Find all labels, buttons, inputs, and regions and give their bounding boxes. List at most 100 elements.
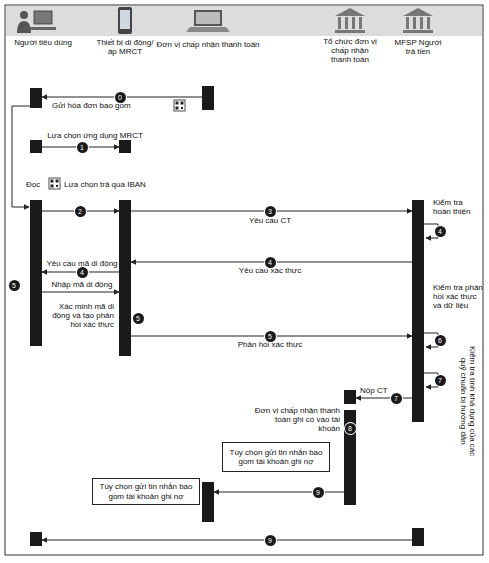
callout-number: 5 [265,331,276,342]
message-arrow [356,398,412,399]
message-arrow [42,211,119,212]
message-arrow [42,147,119,148]
bank-icon [335,8,365,16]
bank-icon [335,30,365,33]
callout-number: 4 [265,257,276,268]
message-label: Nộp CT [360,386,400,395]
callout-number: 9 [313,487,324,498]
message-label: Phản hồi xác thực [230,340,310,349]
flow-bracket [12,106,30,207]
self-loop [424,224,438,238]
bank-icon [413,17,416,29]
message-label: Yêu cầu xác thực [230,266,310,275]
activation-bar [30,532,42,546]
callout-number: 9 [265,535,276,546]
activation-bar [119,200,131,356]
participant-lifeline: Người tiêu dùng [30,80,42,548]
activation-bar [412,200,424,422]
note-text: Xác minh mã di động và tạo phản hồi xác … [50,302,114,330]
header-band [6,6,482,36]
bank-icon [345,17,348,29]
note-text: Tùy chọn gửi tin nhắn bao gồm tài khoản … [95,482,197,500]
participant-label: Người tiêu dùng [8,38,78,47]
bank-icon [338,17,341,29]
message-arrow [131,211,412,212]
activation-bar [30,140,42,153]
qr-code [56,180,59,183]
message-arrow [131,262,412,263]
qr-code [49,178,60,189]
person-icon [17,21,31,33]
message-label: Yêu cầu mã di động [40,259,124,268]
callout-number: 4 [435,226,446,237]
note-text: Đọc [26,180,48,189]
activation-bar [202,86,214,110]
participant-label: Thiết bị di động/áp MRCT [96,38,154,56]
activation-bar [344,410,356,505]
self-loop [424,333,438,347]
bank-icon [403,8,433,16]
participant-lifeline: MFSP Người trả tiền [412,80,424,548]
note-text: Đơn vị chấp nhận thanh toán ghi có vào t… [252,406,340,434]
frame [5,5,483,555]
monitor-icon [34,11,52,24]
message-arrow [131,336,412,337]
qr-code [181,102,184,105]
message-label: Lựa chọn trả qua IBAN [64,180,164,189]
note-text: Kiểm tra hoàn thiện [433,198,481,216]
callout-number: 2 [75,206,86,217]
message-arrow [214,492,344,493]
message-label: Lựa chọn ứng dụng MRCT [40,131,150,140]
self-loop [424,373,438,387]
laptop-screen [196,12,220,24]
qr-code [51,185,54,188]
bank-icon [352,17,355,29]
phone-icon [118,7,132,34]
activation-bar [30,88,42,108]
callout-number: 5 [133,313,144,324]
activation-bar [344,390,356,404]
bank-icon [406,17,409,29]
bank-icon [420,17,423,29]
participant-lifeline: Đơn vị chấp nhận thanh toán [202,80,214,548]
note-text: Kiểm tra phản hồi xác thực và dữ liệu [433,283,483,311]
qr-code [176,102,179,105]
callout-number: 1 [77,142,88,153]
laptop-base [186,27,230,32]
callout-number: 0 [115,92,126,103]
qr-code [51,180,54,183]
callout-number: 7 [391,393,402,404]
activation-bar [202,482,214,522]
callout-number: 3 [265,206,276,217]
message-label: Yêu cầu CT [230,216,310,225]
qr-code [176,107,179,110]
desk-icon [30,27,56,30]
message-arrow [42,540,412,541]
qr-code [174,100,185,111]
participant-label: Tổ chức đơn vị chấp nhận thanh toán [323,37,377,65]
qr-code [56,185,58,187]
note-text: Kiểm tra tính khả dụng của các quỹ chuẩn… [459,341,477,461]
callout-number: 7 [435,375,446,386]
callout-number: 8 [345,423,356,434]
participant-label: Đơn vị chấp nhận thanh toán [149,40,267,49]
note-text: Tùy chọn gửi tin nhắn bao gồm tài khoản … [225,448,327,466]
note-box: Tùy chọn gửi tin nhắn bao gồm tài khoản … [92,478,200,505]
message-arrow [42,272,119,273]
qr-code [181,107,183,109]
activation-bar [119,140,131,153]
person-icon [20,11,28,19]
note-box: Tùy chọn gửi tin nhắn bao gồm tài khoản … [222,442,330,472]
message-arrow [42,97,202,98]
message-arrow [42,292,119,293]
participant-lifeline: Tổ chức đơn vị chấp nhận thanh toán [344,80,356,548]
message-label: Nhập mã di động [44,280,120,289]
phone-screen [120,10,130,29]
bank-icon [427,17,430,29]
callout-number: 4 [77,267,88,278]
